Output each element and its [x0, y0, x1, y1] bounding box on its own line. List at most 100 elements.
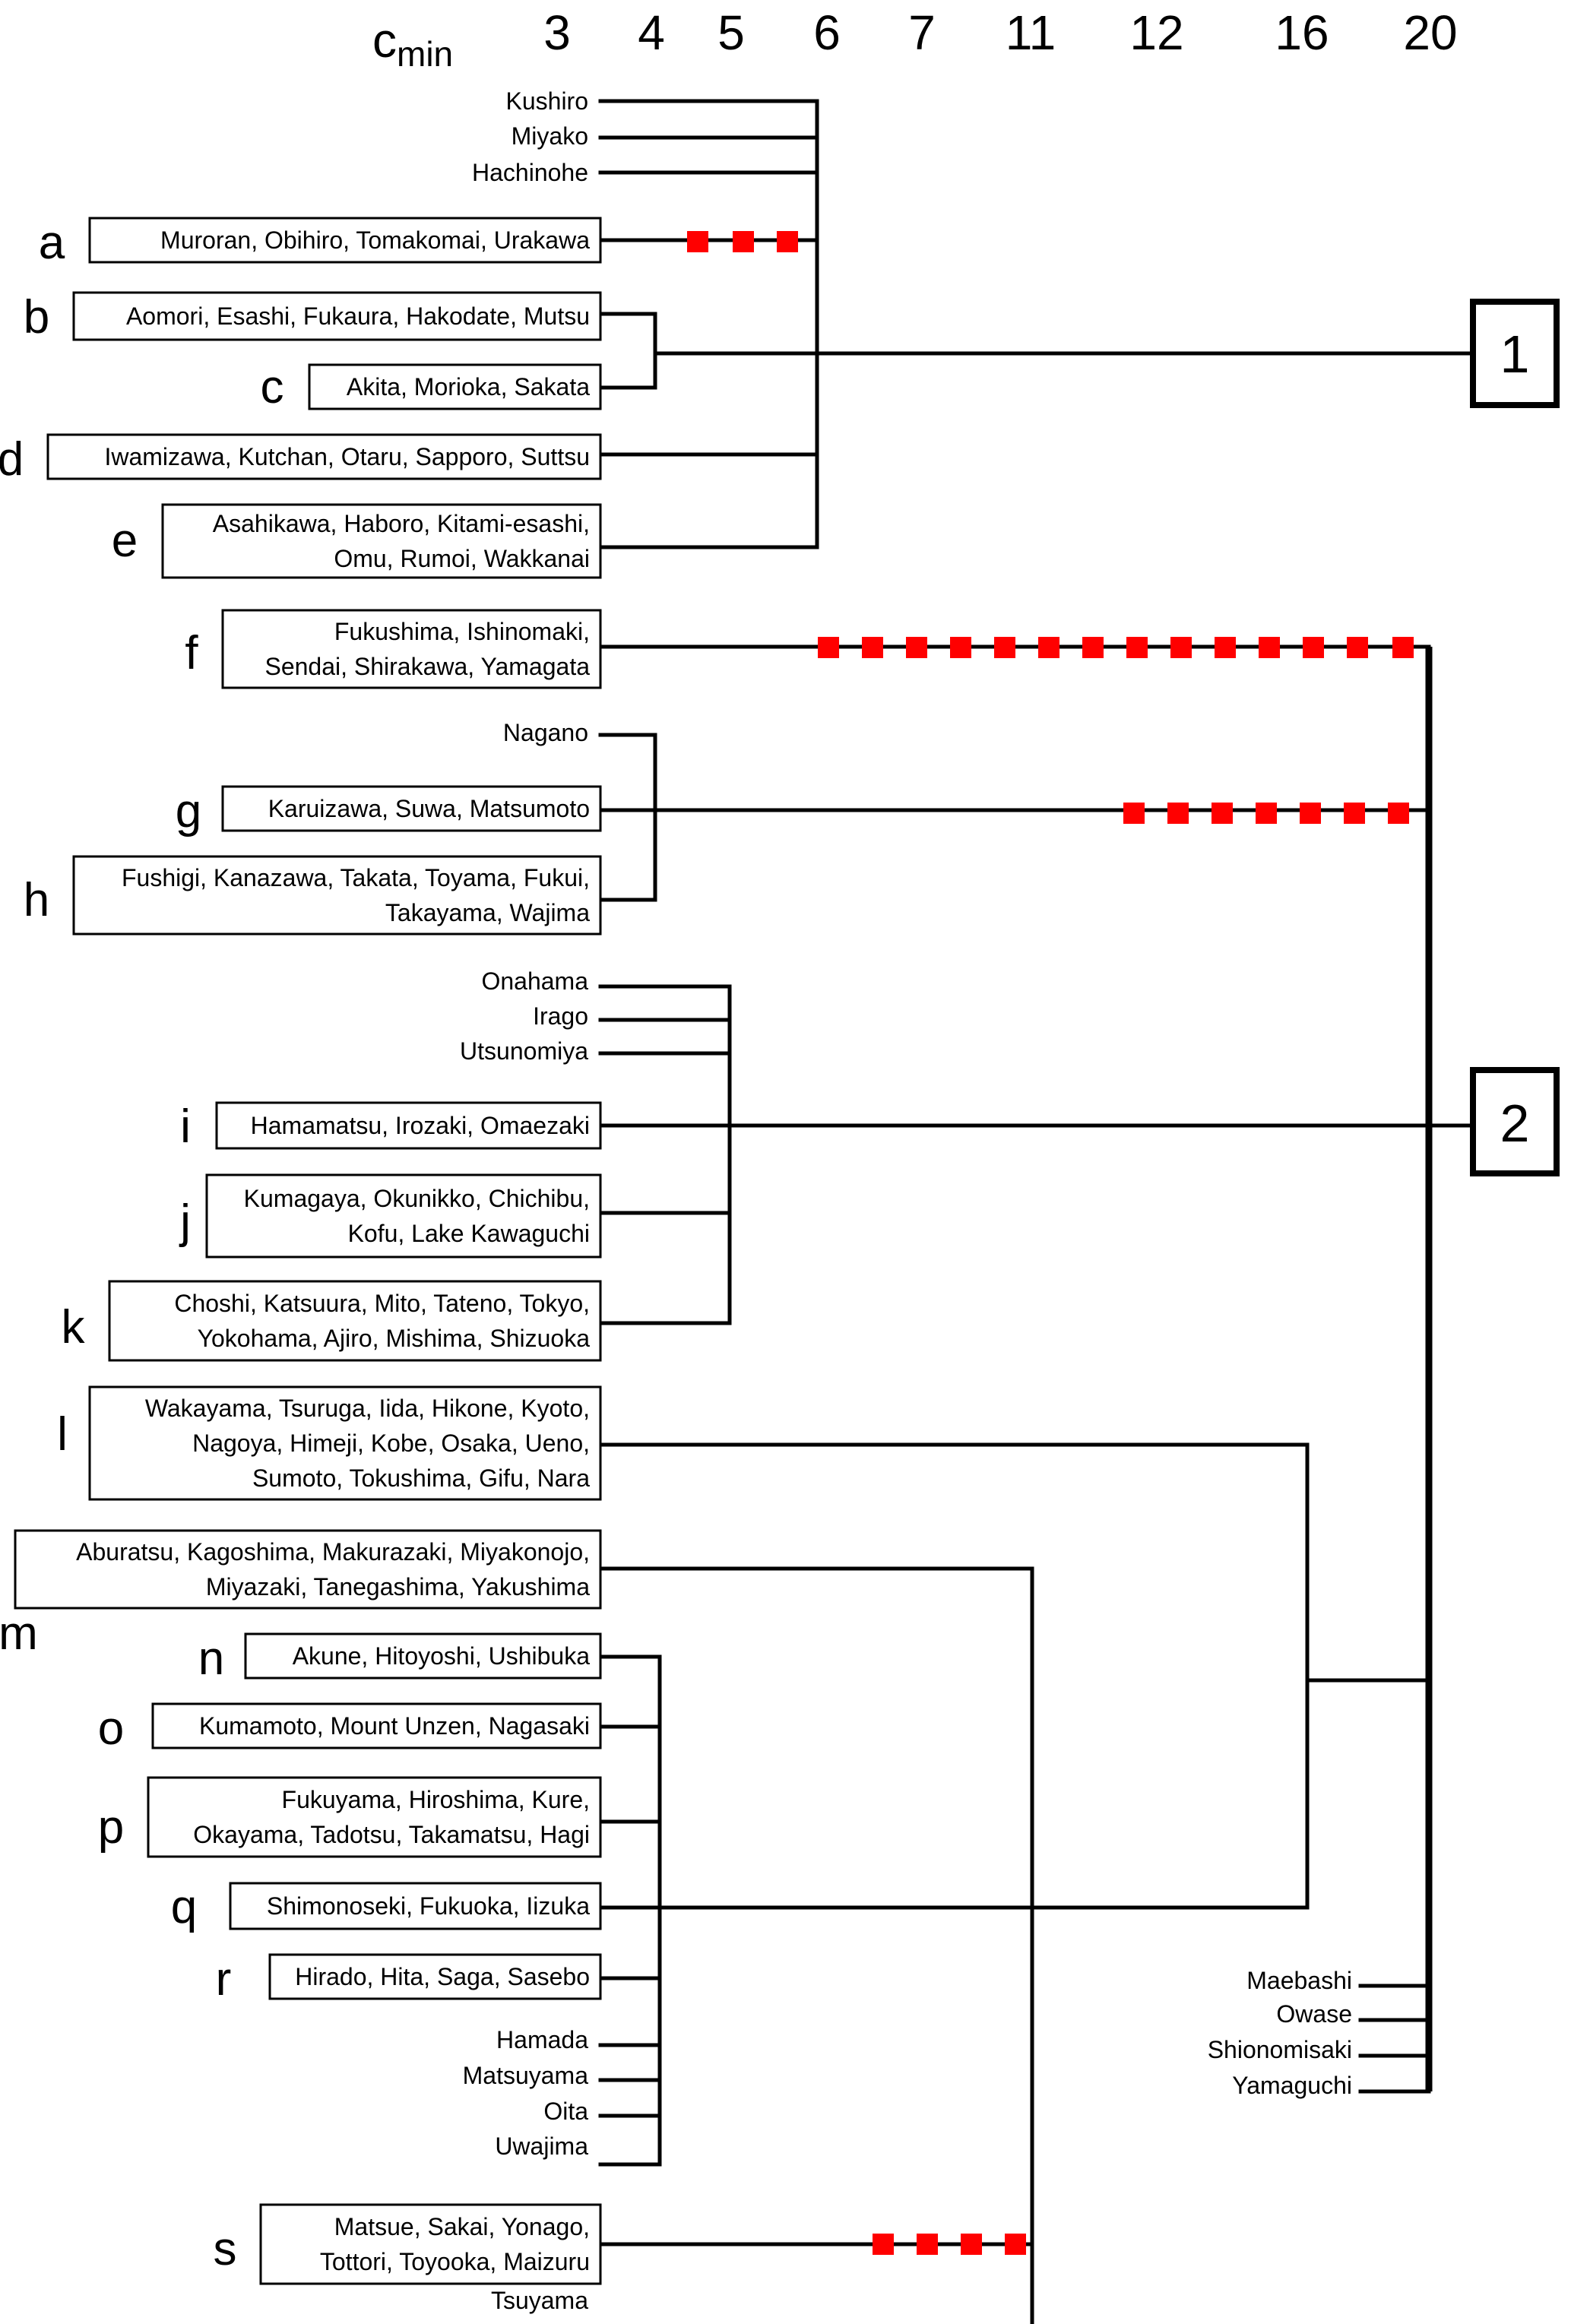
persistence-marker [1259, 637, 1280, 658]
persistence-marker [1392, 637, 1414, 658]
final-cluster-box [1470, 1067, 1560, 1176]
group-station-line: Shimonoseki, Fukuoka, Iizuka [267, 1892, 590, 1920]
final-cluster-1: 1 [1470, 299, 1560, 408]
group-letter: m [0, 1607, 38, 1660]
group-box [205, 1173, 602, 1259]
group-letter: f [185, 627, 198, 679]
station-label: Nagano [503, 719, 588, 746]
group-box [244, 1632, 602, 1680]
station-label: Owase [1276, 2000, 1352, 2028]
group-letter: d [0, 433, 24, 486]
level-label-5: 5 [717, 5, 745, 60]
persistence-marker [950, 637, 971, 658]
group-station-line: Nagoya, Himeji, Kobe, Osaka, Ueno, [192, 1430, 590, 1457]
persistence-marker [1300, 803, 1321, 824]
level-label-20: 20 [1403, 5, 1457, 60]
group-p: Fukuyama, Hiroshima, Kure,Okayama, Tadot… [98, 1776, 602, 1858]
persistence-marker [1344, 803, 1365, 824]
group-b: Aomori, Esashi, Fukaura, Hakodate, Mutsu… [24, 291, 602, 344]
persistence-marker [818, 637, 839, 658]
final-cluster-2: 2 [1470, 1067, 1560, 1176]
persistence-marker [917, 2234, 938, 2255]
station-label: Irago [533, 1002, 588, 1030]
level-label-3: 3 [543, 5, 571, 60]
final-cluster-box [1470, 299, 1560, 408]
persistence-marker [1126, 637, 1148, 658]
group-box [88, 1385, 602, 1501]
group-box [259, 2203, 602, 2285]
group-f: Fukushima, Ishinomaki,Sendai, Shirakawa,… [185, 609, 602, 689]
persistence-marker [906, 637, 927, 658]
group-box [151, 1702, 602, 1749]
group-letter: r [216, 1953, 232, 2006]
group-station-line: Omu, Rumoi, Wakkanai [334, 545, 590, 572]
group-station-line: Iwamizawa, Kutchan, Otaru, Sapporo, Sutt… [104, 443, 590, 470]
group-station-line: Asahikawa, Haboro, Kitami-esashi, [213, 510, 590, 537]
station-label: Utsunomiya [460, 1037, 588, 1065]
persistence-marker [873, 2234, 894, 2255]
station-groups: Muroran, Obihiro, Tomakomai, Urakawa aAom… [0, 217, 602, 2285]
group-m: Aburatsu, Kagoshima, Makurazaki, Miyakon… [0, 1529, 602, 1660]
group-box [14, 1529, 602, 1610]
group-box [72, 855, 602, 936]
persistence-marker [1123, 803, 1145, 824]
group-letter: a [39, 217, 65, 269]
level-label-16: 16 [1275, 5, 1329, 60]
level-label-4: 4 [638, 5, 665, 60]
group-letter: q [171, 1881, 197, 1933]
persistence-marker [1082, 637, 1104, 658]
group-box [268, 1953, 602, 2000]
group-station-line: Muroran, Obihiro, Tomakomai, Urakawa [160, 226, 590, 254]
group-station-line: Kumagaya, Okunikko, Chichibu, [244, 1185, 590, 1212]
group-a: Muroran, Obihiro, Tomakomai, Urakawa a [39, 217, 602, 269]
station-label: Tsuyama [491, 2287, 588, 2314]
station-label: Onahama [481, 967, 588, 995]
persistence-marker [1167, 803, 1189, 824]
group-station-line: Aburatsu, Kagoshima, Makurazaki, Miyakon… [76, 1538, 590, 1566]
persistence-marker [687, 231, 708, 252]
group-station-line: Hirado, Hita, Saga, Sasebo [295, 1963, 590, 1990]
group-letter: o [98, 1702, 124, 1755]
persistence-marker [1256, 803, 1277, 824]
group-box [161, 503, 602, 579]
level-label-6: 6 [813, 5, 841, 60]
group-letter: s [214, 2223, 237, 2275]
persistence-marker [733, 231, 754, 252]
group-s: Matsue, Sakai, Yonago, Tottori, Toyooka, … [214, 2203, 602, 2285]
group-station-line: Okayama, Tadotsu, Takamatsu, Hagi [193, 1821, 590, 1848]
group-h: Fushigi, Kanazawa, Takata, Toyama, Fukui… [24, 855, 602, 936]
group-i: Hamamatsu, Irozaki, Omaezaki i [180, 1100, 602, 1153]
level-label-12: 12 [1129, 5, 1183, 60]
group-station-line: Hamamatsu, Irozaki, Omaezaki [251, 1112, 590, 1139]
station-label: Kushiro [506, 87, 589, 115]
group-station-line: Karuizawa, Suwa, Matsumoto [268, 795, 590, 822]
group-box [215, 1101, 602, 1150]
group-letter: i [180, 1100, 191, 1153]
group-box [221, 785, 602, 832]
persistence-marker [777, 231, 798, 252]
station-label: Hachinohe [472, 159, 588, 186]
group-j: Kumagaya, Okunikko, Chichibu,Kofu, Lake … [179, 1173, 602, 1259]
persistence-marker [994, 637, 1015, 658]
persistence-marker [1170, 637, 1192, 658]
group-letter: p [98, 1801, 124, 1854]
group-station-line: Miyazaki, Tanegashima, Yakushima [206, 1573, 590, 1601]
persistence-marker [1388, 803, 1409, 824]
station-label: Uwajima [495, 2132, 588, 2160]
persistence-marker [1303, 637, 1324, 658]
group-station-line: Choshi, Katsuura, Mito, Tateno, Tokyo, [174, 1290, 590, 1317]
group-letter: e [112, 515, 138, 567]
persistence-marker [1215, 637, 1236, 658]
group-station-line: Aomori, Esashi, Fukaura, Hakodate, Mutsu [126, 302, 590, 330]
group-station-line: Tottori, Toyooka, Maizuru [320, 2248, 590, 2275]
group-letter: n [198, 1632, 224, 1685]
group-station-line: Matsue, Sakai, Yonago, [334, 2213, 590, 2240]
group-station-line: Wakayama, Tsuruga, Iida, Hikone, Kyoto, [145, 1395, 590, 1422]
group-box [147, 1776, 602, 1858]
persistence-marker [961, 2234, 982, 2255]
